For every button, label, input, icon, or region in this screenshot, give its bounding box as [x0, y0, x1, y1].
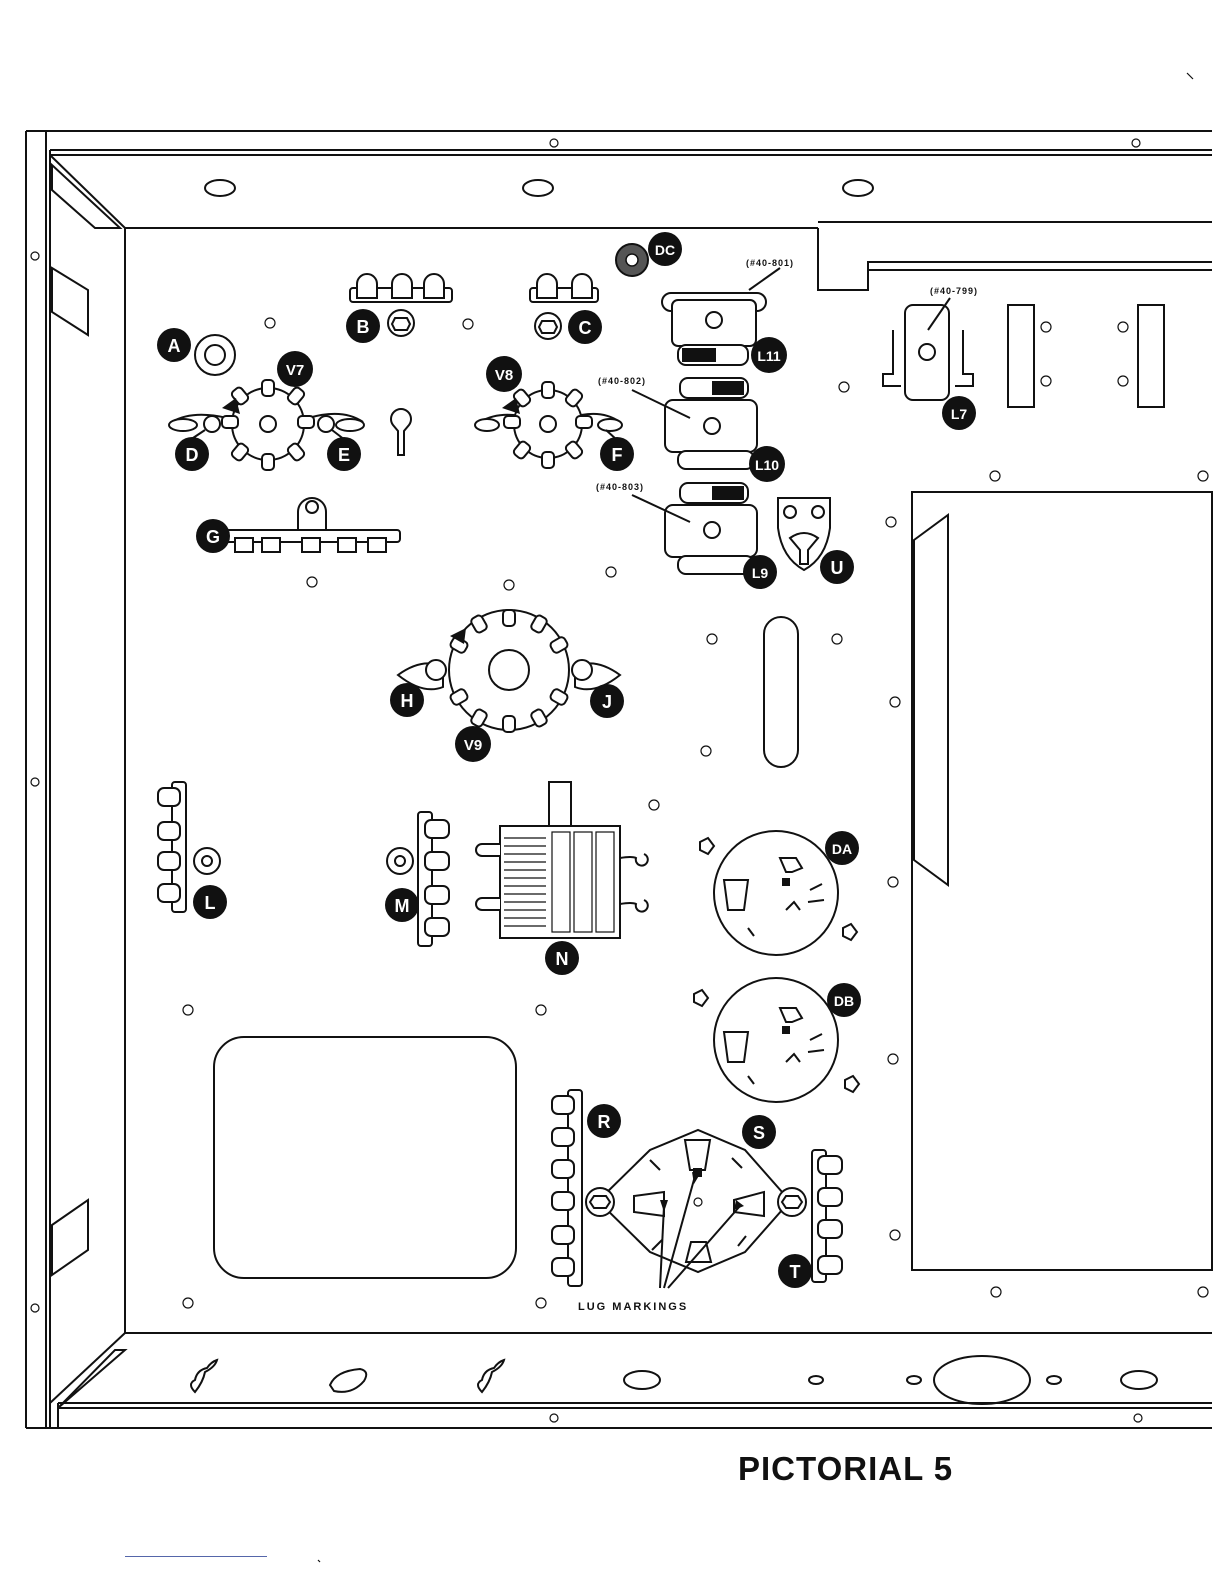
- part-number-l10: (#40-802): [598, 376, 646, 386]
- label-u: U: [820, 550, 854, 584]
- svg-text:L: L: [205, 893, 216, 913]
- coil-l9: [632, 483, 757, 574]
- part-number-l11: (#40-801): [746, 258, 794, 268]
- svg-text:A: A: [168, 336, 181, 356]
- label-v7: V7: [277, 351, 313, 387]
- svg-text:J: J: [602, 692, 612, 712]
- label-n: N: [545, 941, 579, 975]
- svg-text:N: N: [556, 949, 569, 969]
- tube-socket-v8: [475, 382, 622, 468]
- svg-text:H: H: [401, 691, 414, 711]
- svg-text:V9: V9: [464, 737, 482, 754]
- label-l10: L10: [749, 446, 785, 482]
- label-v8: V8: [486, 356, 522, 392]
- svg-text:T: T: [790, 1262, 801, 1282]
- label-m: M: [385, 888, 419, 922]
- lug-markings-label: LUG MARKINGS: [578, 1301, 688, 1313]
- svg-text:F: F: [612, 445, 623, 465]
- label-c: C: [568, 310, 602, 344]
- svg-text:D: D: [186, 445, 199, 465]
- svg-text:DB: DB: [834, 993, 854, 1009]
- label-l7: L7: [942, 396, 976, 430]
- label-l11: L11: [751, 337, 787, 373]
- svg-text:DC: DC: [655, 242, 675, 258]
- svg-text:R: R: [598, 1112, 611, 1132]
- label-r: R: [587, 1104, 621, 1138]
- capacitor-dc: [616, 244, 648, 276]
- label-d: D: [175, 437, 209, 471]
- part-number-l7: (#40-799): [930, 286, 978, 296]
- coil-l10: [632, 378, 757, 469]
- terminal-strip-g: [225, 498, 400, 552]
- svg-text:M: M: [395, 896, 410, 916]
- svg-text:L9: L9: [752, 565, 769, 581]
- label-b: B: [346, 309, 380, 343]
- svg-text:V8: V8: [495, 367, 513, 384]
- label-f: F: [600, 437, 634, 471]
- label-j: J: [590, 684, 624, 718]
- label-a: A: [157, 328, 191, 362]
- rotary-switch-n: [476, 782, 648, 938]
- svg-text:V7: V7: [286, 362, 304, 379]
- svg-text:B: B: [357, 317, 370, 337]
- tube-socket-s: [598, 1130, 790, 1272]
- label-l: L: [193, 885, 227, 919]
- svg-text:E: E: [338, 445, 350, 465]
- bottom-rule: [125, 1556, 267, 1557]
- svg-text:L7: L7: [951, 406, 968, 422]
- label-g: G: [196, 519, 230, 553]
- svg-text:L10: L10: [755, 457, 779, 473]
- svg-text:C: C: [579, 318, 592, 338]
- label-s: S: [742, 1115, 776, 1149]
- svg-text:G: G: [206, 527, 220, 547]
- label-v9: V9: [455, 726, 491, 762]
- svg-text:L11: L11: [757, 348, 781, 364]
- right-subpanel: [818, 222, 1212, 1297]
- grommet-a: [195, 335, 235, 375]
- label-t: T: [778, 1254, 812, 1288]
- svg-text:DA: DA: [832, 841, 852, 857]
- terminal-strip-m: [387, 812, 449, 946]
- label-dc: DC: [648, 232, 682, 266]
- label-da: DA: [825, 831, 859, 865]
- label-e: E: [327, 437, 361, 471]
- figure-caption: PICTORIAL 5: [738, 1450, 953, 1488]
- svg-text:S: S: [753, 1123, 765, 1143]
- label-h: H: [390, 683, 424, 717]
- svg-text:U: U: [831, 558, 844, 578]
- label-l9: L9: [743, 555, 777, 589]
- part-number-l9: (#40-803): [596, 482, 644, 492]
- label-db: DB: [827, 983, 861, 1017]
- tube-socket-v9: [398, 610, 620, 732]
- coil-l7: [883, 298, 973, 400]
